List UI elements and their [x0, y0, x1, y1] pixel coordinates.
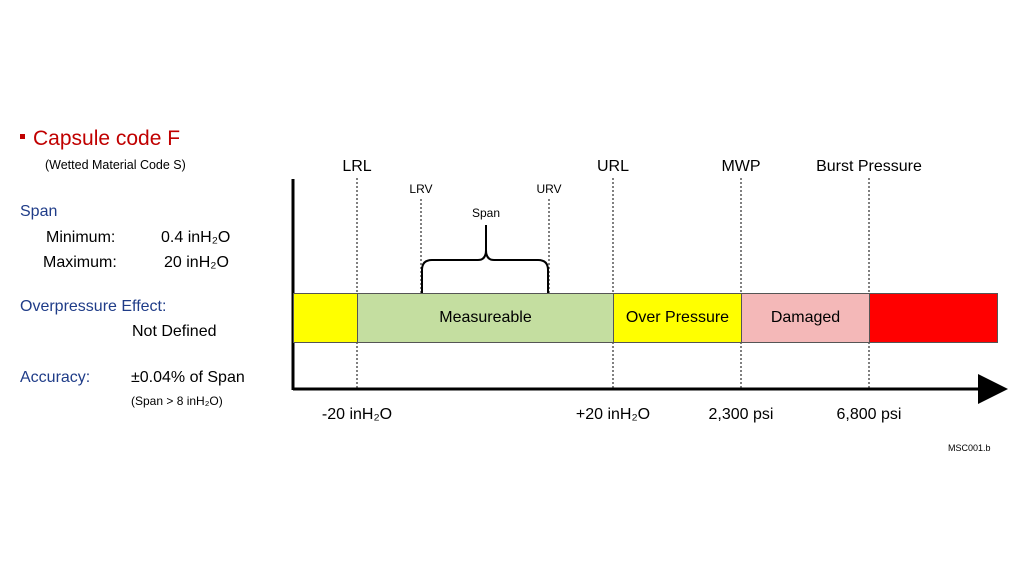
span-brace — [421, 225, 549, 294]
minimum-label: Minimum: — [46, 229, 116, 246]
below-range-segment — [293, 293, 358, 343]
damaged-segment: Damaged — [741, 293, 870, 343]
wetted-material-subtitle: (Wetted Material Code S) — [45, 158, 186, 172]
url-value: +20 inH₂O — [575, 406, 651, 423]
span-label: Span — [20, 203, 58, 220]
overpressure-value: Not Defined — [132, 323, 217, 340]
maximum-value: 20 inH₂O — [164, 254, 229, 271]
burst-value: 6,800 psi — [836, 406, 902, 423]
bullet-icon — [20, 133, 25, 139]
burst-pressure-label: Burst Pressure — [816, 158, 922, 175]
lrv-label: LRV — [409, 182, 433, 196]
maximum-label: Maximum: — [43, 254, 117, 271]
mwp-value: 2,300 psi — [708, 406, 774, 423]
urv-label: URV — [536, 182, 562, 196]
accuracy-note: (Span > 8 inH₂O) — [131, 394, 223, 408]
url-label: URL — [596, 158, 630, 175]
accuracy-value: ±0.04% of Span — [131, 369, 245, 386]
burst-segment — [869, 293, 998, 343]
lrl-label: LRL — [342, 158, 372, 175]
overpressure-label: Overpressure Effect: — [20, 298, 167, 315]
lrl-value: -20 inH₂O — [321, 406, 393, 423]
capsule-title: Capsule code F — [20, 127, 180, 151]
figure-code: MSC001.b — [948, 443, 991, 453]
span-brace-label: Span — [471, 206, 501, 220]
capsule-title-text: Capsule code F — [33, 127, 181, 150]
minimum-value: 0.4 inH₂O — [161, 229, 231, 246]
accuracy-label: Accuracy: — [20, 369, 91, 386]
over-pressure-segment: Over Pressure — [613, 293, 742, 343]
measureable-segment: Measureable — [357, 293, 614, 343]
mwp-label: MWP — [721, 158, 761, 175]
